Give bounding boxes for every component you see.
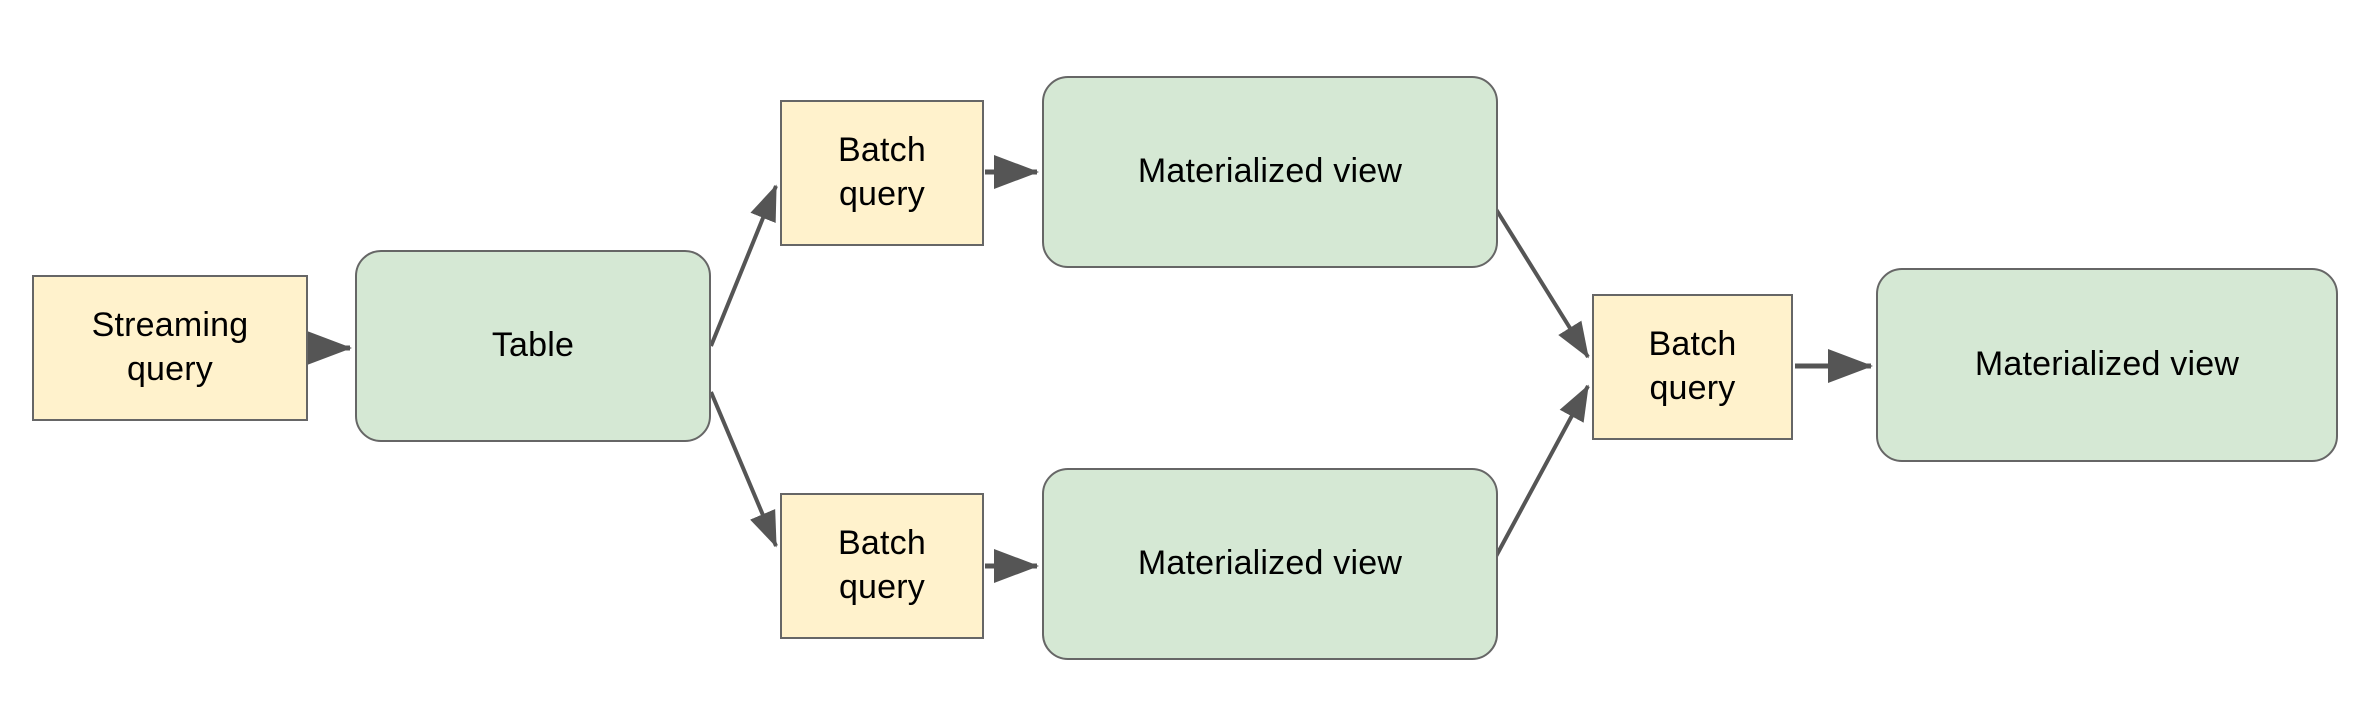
node-materialized-view-bottom[interactable]: Materialized view: [1042, 468, 1498, 660]
node-table[interactable]: Table: [355, 250, 711, 442]
edge-table-to-batch-query-top: [709, 184, 778, 347]
edge-materialized-view-bottom-to-batch-query-join: [1492, 384, 1590, 561]
edge-materialized-view-top-to-batch-query-join: [1492, 204, 1590, 359]
node-batch-query-bottom[interactable]: Batch query: [780, 493, 984, 639]
edge-table-to-batch-query-bottom: [709, 391, 778, 548]
node-batch-query-top[interactable]: Batch query: [780, 100, 984, 246]
node-materialized-view-final[interactable]: Materialized view: [1876, 268, 2338, 462]
node-streaming-query[interactable]: Streaming query: [32, 275, 308, 421]
node-materialized-view-top[interactable]: Materialized view: [1042, 76, 1498, 268]
node-batch-query-join[interactable]: Batch query: [1592, 294, 1793, 440]
